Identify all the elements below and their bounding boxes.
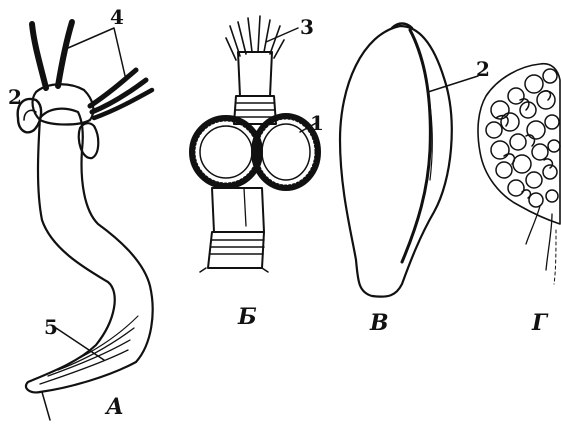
figure-a — [18, 22, 153, 420]
callout-b-1: 1 — [310, 111, 324, 135]
panel-label-a: А — [104, 394, 124, 420]
callout-v-2: 2 — [476, 57, 490, 81]
panel-label-b: Б — [237, 304, 257, 330]
figure-b — [192, 16, 318, 272]
leader-4 — [68, 28, 126, 80]
callout-a-2: 2 — [8, 85, 22, 109]
sucker-left — [192, 118, 260, 186]
callout-a-4: 4 — [110, 5, 124, 29]
panel-label-v: В — [369, 310, 389, 336]
leader-2 — [428, 76, 478, 92]
worm-head — [33, 84, 94, 124]
figure-g — [478, 64, 560, 284]
coils — [486, 69, 560, 207]
callout-a-5: 5 — [44, 315, 58, 339]
figure-v — [340, 24, 478, 297]
elongated-body — [340, 26, 452, 297]
callout-b-3: 3 — [300, 15, 314, 39]
panel-label-g: Г — [531, 310, 549, 336]
